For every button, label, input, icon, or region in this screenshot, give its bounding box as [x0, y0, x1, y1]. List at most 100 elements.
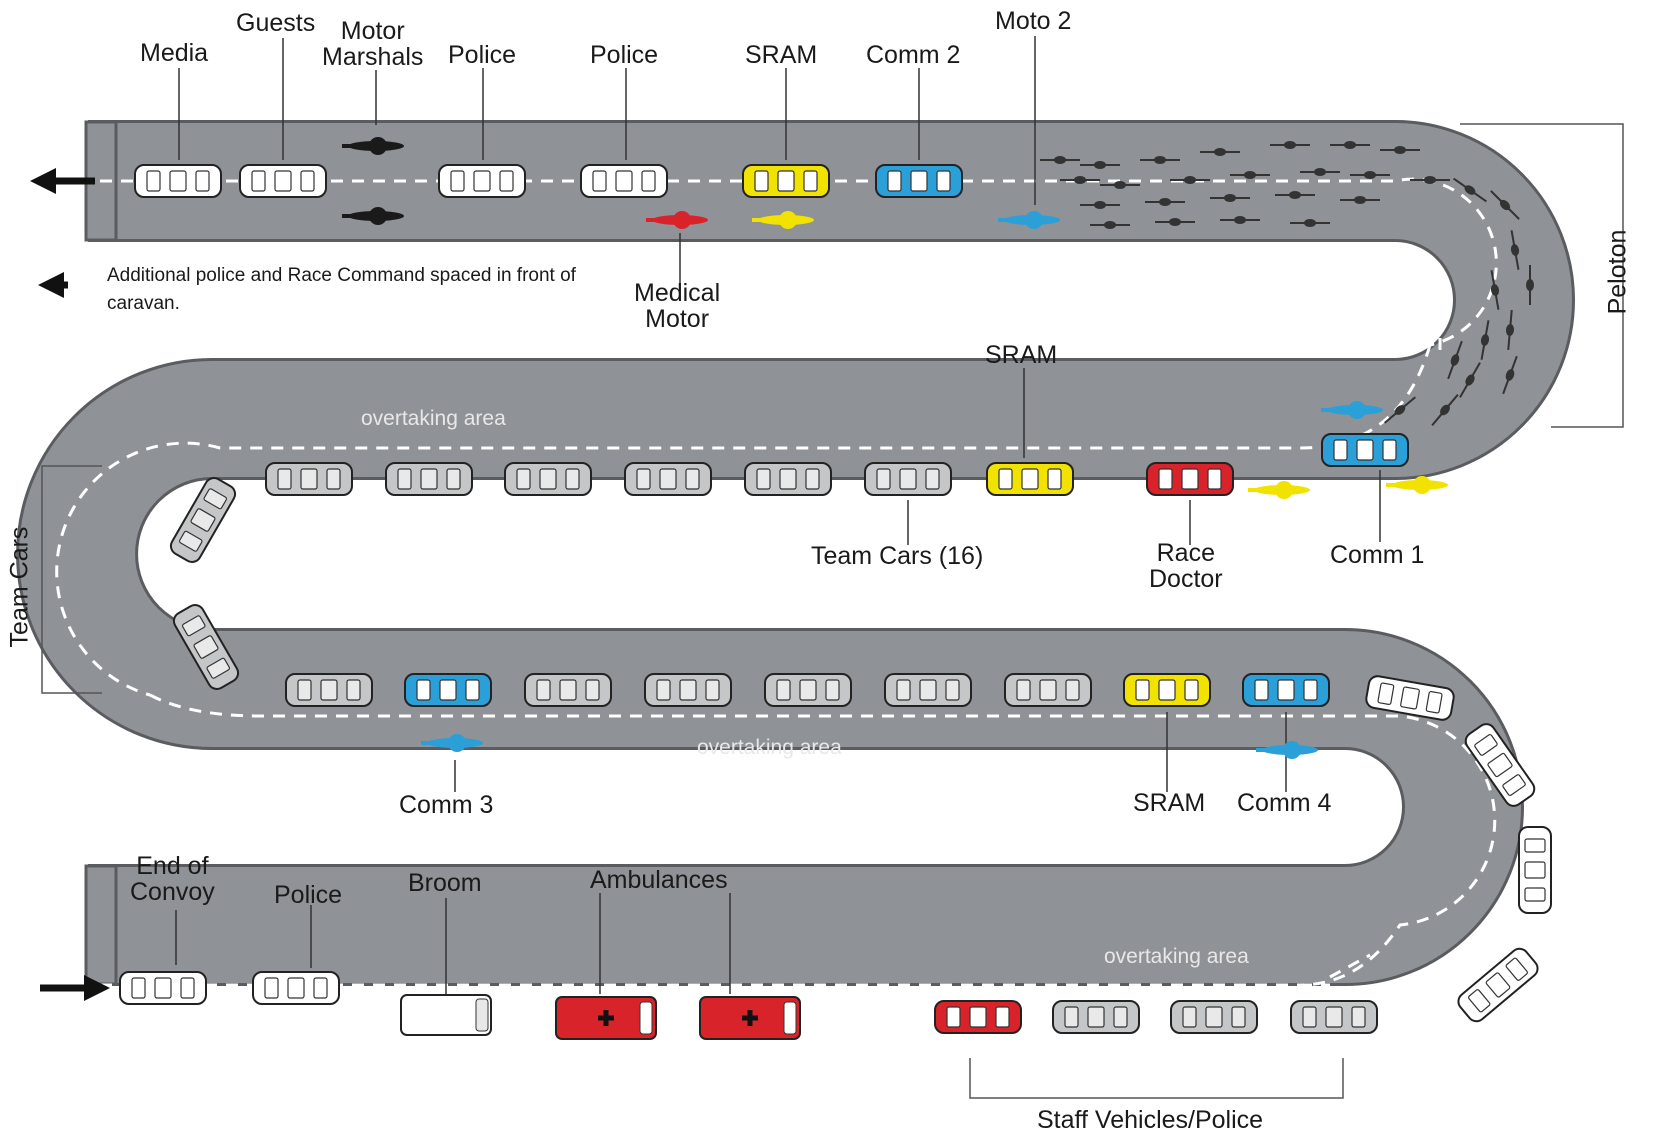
rider: [1140, 156, 1180, 164]
rider: [1490, 190, 1520, 220]
staff-car: [1365, 675, 1455, 721]
sram-car: [1123, 673, 1211, 707]
team-car: [265, 462, 353, 496]
rider: [1275, 191, 1315, 199]
staff-vehicles-bracket: [969, 1058, 1344, 1099]
police-car: [252, 971, 340, 1005]
label-guests: Guests: [236, 9, 316, 37]
label-ambulances: Ambulances: [590, 866, 728, 894]
rider: [1040, 156, 1080, 164]
team-car: [169, 477, 237, 563]
rider: [1490, 270, 1500, 310]
moto2: [998, 211, 1060, 229]
comm2-car: [875, 164, 963, 198]
rider: [1330, 141, 1370, 149]
staff-car: [1290, 1000, 1378, 1034]
ambulance: [555, 996, 657, 1040]
rider: [1155, 218, 1195, 226]
rider: [1080, 201, 1120, 209]
label-motor-marshals: Motor Marshals: [322, 17, 424, 71]
overtaking-area-label-3: overtaking area: [1104, 945, 1249, 968]
lane-line-middle: [55, 344, 1432, 697]
caravan-direction-arrow: [30, 168, 56, 194]
team-car: [764, 673, 852, 707]
rider: [1410, 176, 1450, 184]
comm3-car: [404, 673, 492, 707]
staff-car: [1052, 1000, 1140, 1034]
rider: [1220, 216, 1260, 224]
rider: [1230, 171, 1270, 179]
vehicles: [30, 137, 1552, 1040]
label-sram-low: SRAM: [1133, 789, 1206, 817]
rider: [1510, 230, 1520, 270]
team-cars-bracket: [41, 465, 102, 694]
label-staff-vehicles: Staff Vehicles/Police: [1037, 1106, 1264, 1134]
overtaking-area-label-1: overtaking area: [361, 407, 506, 430]
comm1-car: [1321, 433, 1409, 467]
rider: [1480, 320, 1490, 360]
comm4-moto: [1256, 741, 1318, 759]
road: [16, 120, 1575, 986]
team-car: [172, 604, 240, 690]
rider: [1145, 198, 1185, 206]
comm3-moto: [421, 734, 483, 752]
label-police-2: Police: [590, 41, 659, 69]
team-car: [1004, 673, 1092, 707]
sram-moto: [1386, 476, 1448, 494]
motor-marshal-moto: [342, 137, 404, 155]
label-police-1: Police: [448, 41, 517, 69]
rider: [1090, 221, 1130, 229]
rider: [1431, 394, 1459, 426]
rider: [1060, 176, 1100, 184]
label-moto2: Moto 2: [995, 7, 1072, 35]
rider: [1270, 141, 1310, 149]
peloton-bracket: [1460, 123, 1624, 428]
team-car: [744, 462, 832, 496]
police-car: [438, 164, 526, 198]
rider: [1380, 146, 1420, 154]
guests-car: [239, 164, 327, 198]
label-comm3: Comm 3: [399, 791, 494, 819]
caravan-note: Additional police and Race Command space…: [107, 265, 576, 314]
label-sram-top: SRAM: [745, 41, 818, 69]
rider: [1459, 362, 1481, 398]
label-sram-mid: SRAM: [985, 341, 1058, 369]
medical-moto: [646, 211, 708, 229]
rider: [1080, 161, 1120, 169]
convoy-entry-arrow: [84, 975, 110, 1001]
rider: [1526, 265, 1534, 305]
sram-car: [986, 462, 1074, 496]
comm-moto: [1321, 401, 1383, 419]
comm4-car: [1242, 673, 1330, 707]
brackets: [41, 123, 1624, 1099]
label-media: Media: [140, 39, 209, 67]
staff-car-red: [934, 1000, 1022, 1034]
lane-line-lower: [149, 693, 1497, 987]
label-race-doctor: Race Doctor: [1149, 539, 1223, 593]
sram-car: [742, 164, 830, 198]
team-car: [524, 673, 612, 707]
police-car: [580, 164, 668, 198]
label-peloton: Peloton: [1603, 229, 1632, 315]
broom-van: [400, 994, 492, 1036]
sram-moto: [752, 211, 814, 229]
rider: [1505, 309, 1515, 351]
rider: [1384, 396, 1416, 424]
label-police-3: Police: [274, 881, 343, 909]
rider: [1300, 168, 1340, 176]
team-car: [624, 462, 712, 496]
staff-car: [1518, 826, 1552, 914]
rider: [1447, 340, 1463, 380]
rider: [1200, 148, 1240, 156]
label-comm2: Comm 2: [866, 41, 961, 69]
team-car: [385, 462, 473, 496]
media-car: [134, 164, 222, 198]
end-of-convoy-car: [119, 971, 207, 1005]
road-end-bottom: [84, 864, 118, 986]
rider: [1210, 194, 1250, 202]
rider: [1340, 196, 1380, 204]
label-broom: Broom: [408, 869, 482, 897]
label-end-of-convoy: End of Convoy: [130, 852, 215, 906]
label-team-cars: Team Cars (16): [811, 542, 984, 570]
